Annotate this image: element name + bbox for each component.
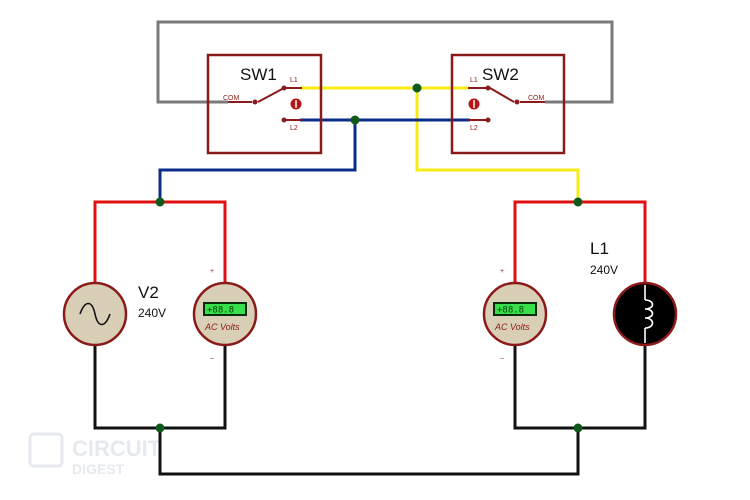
switch-sw1-l1-label: L1 — [290, 77, 298, 84]
switch-sw1-name: SW1 — [240, 65, 277, 84]
watermark-line2: DIGEST — [72, 461, 125, 477]
lamp-value: 240V — [590, 263, 618, 277]
voltmeter-left-plus: + — [210, 268, 214, 275]
lamp-l1: L1 240V — [590, 239, 678, 347]
blue-wire — [158, 118, 470, 202]
watermark-chip-icon — [28, 432, 64, 468]
switch-sw2-box — [450, 53, 566, 155]
switch-sw1[interactable]: SW1 COM L1 L2 — [206, 53, 323, 155]
sine-wave-icon — [79, 302, 111, 326]
lamp-body — [612, 281, 678, 347]
junction-dot — [412, 83, 422, 93]
voltmeter-right-label: AC Volts — [494, 322, 530, 332]
junction-dot — [350, 115, 360, 125]
voltmeter-left: +88.8 AC Volts + − — [192, 268, 258, 363]
yellow-wire — [300, 86, 580, 202]
voltmeter-right: +88.8 AC Volts + − — [482, 268, 548, 363]
switch-sw2-l2-label: L2 — [470, 125, 478, 132]
junction-dot — [155, 197, 165, 207]
switch-sw1-box — [206, 53, 323, 155]
junction-dot — [573, 423, 583, 433]
source-value: 240V — [138, 306, 166, 320]
voltmeter-right-minus: − — [500, 356, 504, 363]
junction-dot — [573, 197, 583, 207]
lamp-name: L1 — [590, 239, 609, 258]
source-name: V2 — [138, 283, 159, 302]
ac-source-v2: V2 240V — [62, 281, 166, 347]
gray-wire — [156, 20, 614, 104]
switch-sw2-l1-label: L1 — [470, 77, 478, 84]
switch-sw2-com-label: COM — [528, 95, 545, 102]
watermark: CIRCUIT DIGEST — [28, 432, 162, 477]
switch-sw2[interactable]: SW2 COM L1 L2 — [450, 53, 566, 155]
voltmeter-right-reading: +88.8 — [497, 306, 524, 316]
switch-sw2-name: SW2 — [482, 65, 519, 84]
voltmeter-left-reading: +88.8 — [207, 306, 234, 316]
red-wire — [93, 200, 647, 283]
lamp-filament-icon — [644, 285, 654, 343]
junctions — [155, 83, 583, 433]
switch-sw1-l2-label: L2 — [290, 125, 298, 132]
voltmeter-right-plus: + — [500, 268, 504, 275]
black-wire — [93, 345, 647, 476]
switch-sw1-com-label: COM — [223, 95, 240, 102]
junction-dot — [155, 423, 165, 433]
watermark-line1: CIRCUIT — [72, 436, 162, 461]
voltmeter-left-minus: − — [210, 356, 214, 363]
voltmeter-left-label: AC Volts — [204, 322, 240, 332]
